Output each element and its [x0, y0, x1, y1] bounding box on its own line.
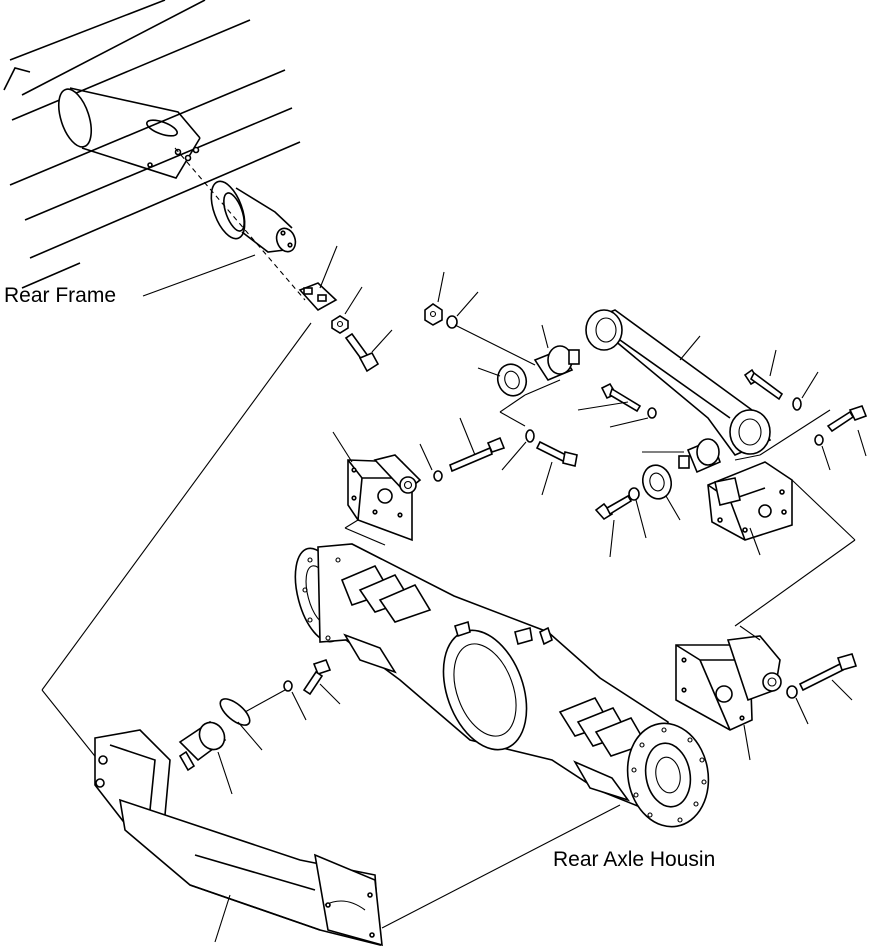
- bolt-lower-mid: [283, 659, 341, 721]
- lock-plate: [298, 245, 338, 312]
- bushing-upper: [533, 324, 580, 381]
- bracket-right-upper: [707, 454, 856, 627]
- rear-axle-housing-label: Rear Axle Housin: [553, 848, 715, 871]
- bolt-left-upper: [419, 417, 506, 482]
- rear-frame: [3, 0, 306, 301]
- bushing-lower: [642, 438, 722, 474]
- nut-top: [424, 271, 445, 326]
- rear-axle-housing: [294, 543, 710, 828]
- lateral-link-rod: [585, 309, 772, 456]
- bolt-bracket-right: [814, 405, 868, 471]
- seal-ring-bottom: [219, 689, 286, 751]
- rear-axle-housing-text: Rear Axle Housin: [553, 848, 715, 871]
- rear-frame-label: Rear Frame: [4, 254, 256, 307]
- a-frame-support: [94, 729, 383, 947]
- washer-mid: [501, 429, 535, 471]
- bolt-link-lower: [577, 382, 657, 428]
- bolt-lower-left: [594, 494, 633, 558]
- seal-ring-lower: [641, 464, 681, 521]
- bracket-left-upper: [332, 431, 422, 546]
- seal-ring-upper: [477, 363, 528, 397]
- bolt-bracket-right-lower: [786, 653, 858, 725]
- rear-frame-text: Rear Frame: [4, 284, 116, 307]
- bolt-frame: [344, 329, 393, 373]
- bushing-bottom: [178, 720, 233, 795]
- bolt-mid: [535, 440, 578, 496]
- washer-lower: [628, 487, 647, 539]
- bolt-right-upper: [743, 349, 819, 411]
- bracket-right-lower: [675, 625, 782, 761]
- nut-small: [331, 286, 363, 334]
- washer-top: [446, 291, 479, 329]
